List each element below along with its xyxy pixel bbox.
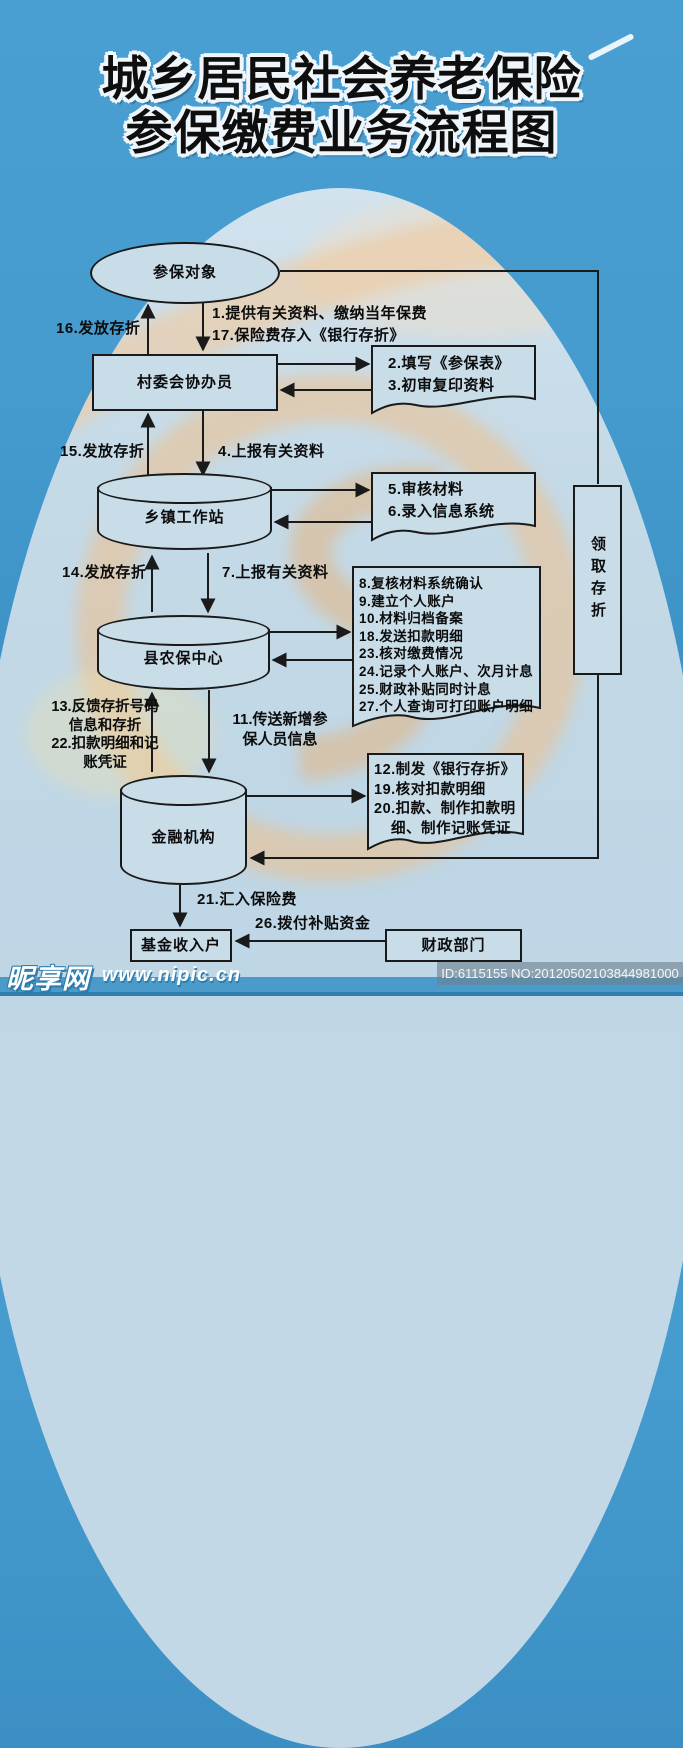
label-step13-22: 13.反馈存折号码 信息和存折 22.扣款明细和记 账凭证 xyxy=(44,698,166,772)
bottom-strip-dark xyxy=(0,992,683,996)
doc-line: 24.记录个人账户、次月计息 xyxy=(359,663,534,679)
label-step4: 4.上报有关资料 xyxy=(218,443,325,460)
node-financial-institution-cylinder xyxy=(120,775,247,885)
label-step11: 11.传送新增参 保人员信息 xyxy=(222,710,338,749)
node-town-station-cylinder xyxy=(97,473,272,550)
node-town-station-label: 乡镇工作站 xyxy=(144,509,225,526)
doc-line: 8.复核材料系统确认 xyxy=(359,576,484,591)
label-step1: 1.提供有关资料、缴纳当年保费 xyxy=(212,305,428,322)
label-step14: 14.发放存折 xyxy=(62,564,147,581)
logo-blob xyxy=(25,668,215,798)
node-village-assistant-label: 村委会协办员 xyxy=(136,374,233,391)
doc-line: 6.录入信息系统 xyxy=(388,503,495,520)
label-step17: 17.保险费存入《银行存折》 xyxy=(212,327,405,344)
doc-line: 18.发送扣款明细 xyxy=(359,628,464,644)
doc-line: 12.制发《银行存折》 xyxy=(374,762,516,778)
doc-line: 23.核对缴费情况 xyxy=(359,646,464,662)
doc-line: 9.建立个人账户 xyxy=(359,593,456,609)
label-step22-line1: 22.扣款明细和记 xyxy=(51,736,159,752)
node-insured-object xyxy=(90,242,280,304)
label-step21: 21.汇入保险费 xyxy=(197,891,297,908)
doc-line: 10.材料归档备案 xyxy=(359,611,464,627)
node-financial-institution-label: 金融机构 xyxy=(151,829,216,846)
label-step13-line1: 13.反馈存折号码 xyxy=(51,699,159,715)
label-step11-line2: 保人员信息 xyxy=(242,730,318,748)
doc-line: 2.填写《参保表》 xyxy=(388,355,511,372)
label-step16: 16.发放存折 xyxy=(56,320,141,337)
poster-title-line2: 参保缴费业务流程图 xyxy=(125,106,558,159)
doc-line: 5.审核材料 xyxy=(388,481,464,498)
doc-review-text: 5.审核材料 6.录入信息系统 xyxy=(388,479,495,523)
node-county-center-cylinder xyxy=(97,615,270,690)
doc-line: 20.扣款、制作扣款明 xyxy=(374,801,516,817)
label-step13-line2: 信息和存折 xyxy=(68,717,142,734)
label-step26: 26.拨付补贴资金 xyxy=(255,915,371,932)
node-village-assistant xyxy=(92,354,278,411)
poster-title-line1: 城乡居民社会养老保险 xyxy=(101,52,582,105)
node-fund-income-account-label: 基金收入户 xyxy=(140,937,221,954)
doc-line: 25.财政补贴同时计息 xyxy=(359,681,492,697)
image-id-badge: ID:6115155 NO:20120502103844981000 xyxy=(437,962,683,985)
node-collect-passbook: 领取存折 xyxy=(573,485,622,675)
node-finance-department-label: 财政部门 xyxy=(421,937,486,954)
label-step22-line2: 账凭证 xyxy=(83,754,127,771)
nipic-logo: 昵享网 xyxy=(6,964,90,994)
doc-fill-form-text: 2.填写《参保表》 3.初审复印资料 xyxy=(388,353,510,397)
node-county-center-label: 县农保中心 xyxy=(143,650,224,667)
doc-line: 3.初审复印资料 xyxy=(388,377,495,394)
label-step7: 7.上报有关资料 xyxy=(222,564,329,581)
doc-bank-text: 12.制发《银行存折》 19.核对扣款明细 20.扣款、制作扣款明 细、制作记账… xyxy=(374,761,516,839)
doc-line: 细、制作记账凭证 xyxy=(391,820,511,837)
node-fund-income-account xyxy=(130,929,232,962)
nipic-url: www.nipic.cn xyxy=(102,964,242,986)
doc-line: 27.个人查询可打印账户明细 xyxy=(359,699,534,715)
node-collect-passbook-label: 领取存折 xyxy=(589,536,606,624)
doc-process-text: 8.复核材料系统确认 9.建立个人账户 10.材料归档备案 18.发送扣款明细 … xyxy=(359,575,533,716)
node-insured-object-label: 参保对象 xyxy=(152,264,217,281)
node-finance-department xyxy=(385,929,522,962)
label-step11-line1: 11.传送新增参 xyxy=(232,711,328,728)
label-step15: 15.发放存折 xyxy=(60,443,145,460)
doc-line: 19.核对扣款明细 xyxy=(374,781,486,798)
